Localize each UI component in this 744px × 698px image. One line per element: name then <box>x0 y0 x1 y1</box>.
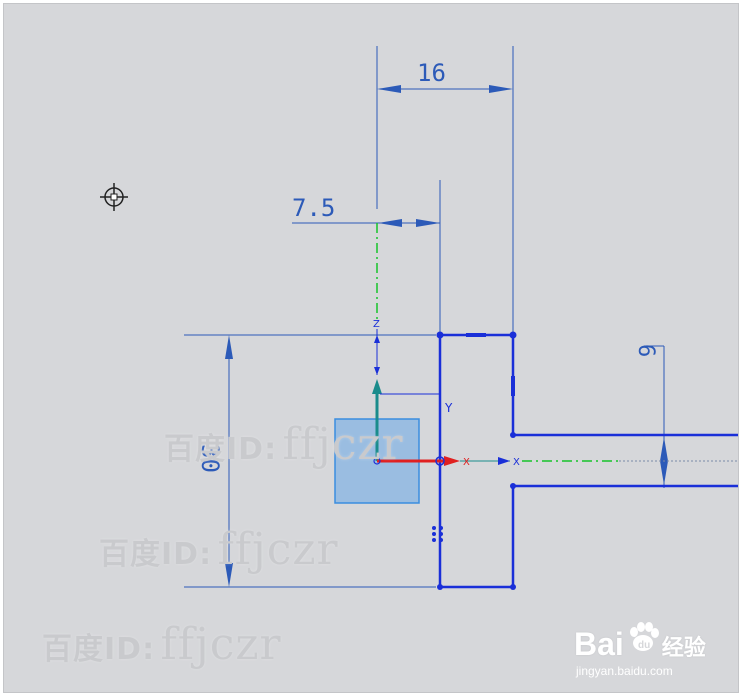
vertex-top-right[interactable] <box>509 331 517 339</box>
watermark-1: 百度ID: ffjczr <box>164 419 404 470</box>
csys-bracket <box>380 393 441 409</box>
dimension-value-7-5[interactable]: 7.5 <box>292 194 335 222</box>
watermark-prefix: 百度ID: <box>42 632 156 667</box>
vertex-inner-bottom[interactable] <box>510 483 516 489</box>
watermark-prefix: 百度ID: <box>99 537 213 572</box>
dimension-6[interactable]: 6 <box>633 344 668 488</box>
vertex-bottom-left[interactable] <box>437 584 443 590</box>
arrow-left <box>377 85 401 93</box>
arrow-right <box>489 85 513 93</box>
dimension-value-30[interactable]: 30 <box>196 444 224 473</box>
z-arrow-tail <box>374 367 380 375</box>
x-axis-red-head <box>444 456 460 466</box>
x-extension-arrow <box>498 457 510 465</box>
arrow-left <box>378 219 402 227</box>
arrow-right <box>416 219 440 227</box>
dimension-30[interactable]: 30 <box>184 334 436 588</box>
z-axis-label: Z <box>373 319 380 330</box>
dimension-7-5[interactable]: 7.5 <box>292 180 441 334</box>
crosshair-cursor-icon <box>100 183 128 211</box>
arrow-top <box>660 437 668 461</box>
sketch-profile[interactable] <box>436 331 740 591</box>
watermark-prefix: 百度ID: <box>164 432 278 467</box>
brand-url[interactable]: jingyan.baidu.com <box>576 664 673 678</box>
y-axis-teal-head <box>372 379 382 394</box>
sketch-canvas[interactable]: 16 7.5 30 6 <box>4 4 739 693</box>
y-axis-small-label: Y <box>444 401 453 415</box>
x-axis-label-secondary: X <box>513 457 520 468</box>
arrow-top <box>225 335 233 359</box>
profile-origin-point[interactable] <box>435 456 445 466</box>
vertex-inner-top[interactable] <box>510 432 516 438</box>
z-arrow-head <box>374 335 380 343</box>
watermark-3: 百度ID: ffjczr <box>42 619 282 670</box>
datum-csys-icon[interactable]: Z X X Y <box>372 319 520 468</box>
watermark-2: 百度ID: ffjczr <box>99 524 339 575</box>
svg-text:du: du <box>638 640 650 651</box>
arrow-bottom <box>225 563 233 587</box>
baidu-paw-icon: du <box>630 622 659 651</box>
vertex-top-left[interactable] <box>436 331 444 339</box>
csys-origin <box>373 457 381 465</box>
dimension-value-16[interactable]: 16 <box>417 59 446 87</box>
graphics-viewport[interactable]: 16 7.5 30 6 <box>3 3 739 693</box>
dimension-value-6[interactable]: 6 <box>633 344 658 357</box>
watermark-user: ffjczr <box>217 524 339 575</box>
vertex-bottom-right[interactable] <box>510 584 516 590</box>
profile-upper-edge[interactable] <box>440 333 739 437</box>
dimension-16[interactable]: 16 <box>376 46 514 334</box>
arrow-bottom <box>660 461 668 485</box>
watermark-user: ffjczr <box>282 419 404 470</box>
drag-handle-icon[interactable] <box>432 526 443 542</box>
x-axis-label: X <box>463 457 470 468</box>
watermark-user: ffjczr <box>160 619 282 670</box>
